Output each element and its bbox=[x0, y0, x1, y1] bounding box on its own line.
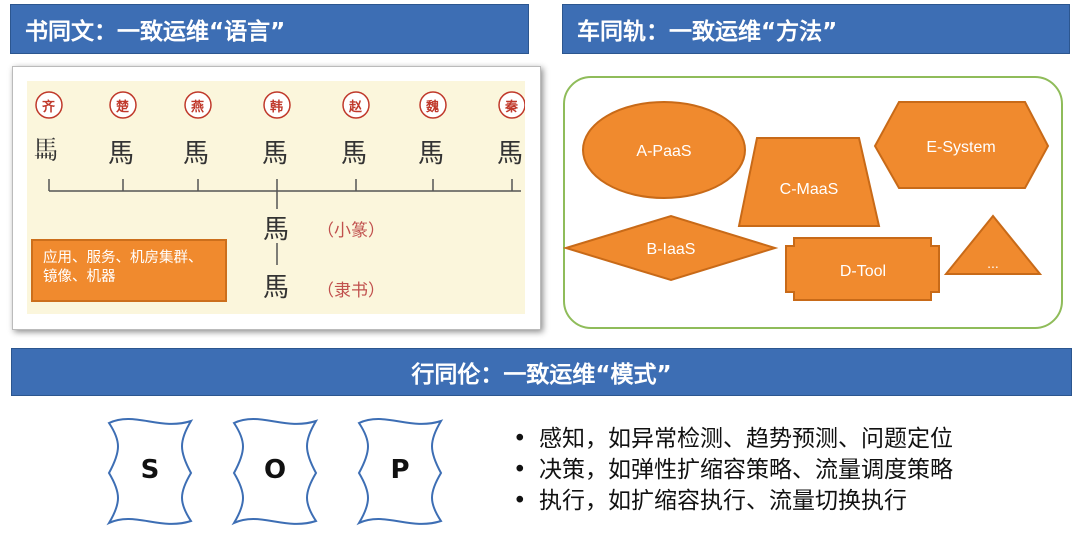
glyph-clerical: 馬 bbox=[263, 273, 290, 303]
state-qin: 秦 bbox=[505, 100, 519, 115]
sop-letter-p: P bbox=[390, 455, 410, 485]
bullet-decision-text: 决策，如弹性扩缩容策略、流量调度策略 bbox=[539, 457, 953, 483]
bullet-decision: •决策，如弹性扩缩容策略、流量调度策略 bbox=[513, 457, 953, 483]
shape-a-paas: A-PaaS bbox=[582, 101, 746, 199]
glyph-chu: 馬 bbox=[108, 139, 135, 169]
state-zhao: 赵 bbox=[349, 100, 363, 115]
bullet-perception: •感知，如异常检测、趋势预测、问题定位 bbox=[513, 426, 953, 452]
glyph-qin: 馬 bbox=[497, 139, 524, 169]
header-language: 书同文：一致运维“语言” bbox=[10, 4, 529, 54]
glyph-qi: 𩡧 bbox=[33, 136, 60, 166]
bullet-perception-text: 感知，如异常检测、趋势预测、问题定位 bbox=[539, 426, 953, 452]
method-shapes: A-PaaS C-MaaS E-System B-IaaS D-Tool ... bbox=[563, 101, 1050, 301]
shape-d-tool-label: D-Tool bbox=[840, 263, 886, 280]
glyph-han: 馬 bbox=[262, 139, 289, 169]
glyph-wei: 馬 bbox=[418, 139, 445, 169]
shape-c-maas-label: C-MaaS bbox=[780, 181, 839, 198]
script-unification-panel: 齐 楚 燕 韩 赵 魏 秦 𩡧 馬 馬 馬 馬 馬 馬 馬 （小篆） 馬 （隶书… bbox=[12, 66, 541, 330]
shape-e-system-label: E-System bbox=[926, 139, 995, 156]
shape-a-paas-label: A-PaaS bbox=[636, 143, 691, 160]
shape-c-maas: C-MaaS bbox=[737, 137, 881, 227]
bullet-execution: •执行，如扩缩容执行、流量切换执行 bbox=[513, 488, 907, 514]
state-wei: 魏 bbox=[426, 100, 440, 115]
clerical-label: （隶书） bbox=[317, 281, 385, 301]
sop-banners bbox=[106, 418, 444, 526]
ops-objects-note-text: 应用、服务、机房集群、镜像、机器 bbox=[43, 250, 203, 285]
header-mode: 行同伦：一致运维“模式” bbox=[11, 348, 1072, 396]
shape-more: ... bbox=[943, 214, 1043, 275]
header-mode-text: 行同伦：一致运维“模式” bbox=[411, 362, 672, 388]
glyph-small-seal: 馬 bbox=[263, 215, 290, 245]
bullet-execution-text: 执行，如扩缩容执行、流量切换执行 bbox=[539, 488, 907, 514]
state-qi: 齐 bbox=[42, 100, 56, 115]
shape-e-system: E-System bbox=[873, 101, 1050, 189]
header-method-text: 车同轨：一致运维“方法” bbox=[577, 19, 838, 45]
glyph-zhao: 馬 bbox=[341, 139, 368, 169]
sop-letter-s: S bbox=[140, 455, 160, 485]
sop-bullet-list: •感知，如异常检测、趋势预测、问题定位 •决策，如弹性扩缩容策略、流量调度策略 … bbox=[513, 424, 953, 517]
state-chu: 楚 bbox=[116, 100, 130, 115]
sop-s-banner bbox=[106, 418, 194, 526]
shape-b-iaas: B-IaaS bbox=[563, 214, 779, 282]
shape-b-iaas-label: B-IaaS bbox=[647, 241, 696, 258]
sop-letter-o: O bbox=[263, 455, 287, 485]
sop-o-banner bbox=[231, 418, 319, 526]
state-han: 韩 bbox=[270, 100, 284, 115]
state-yan: 燕 bbox=[191, 100, 205, 115]
glyph-yan: 馬 bbox=[183, 139, 210, 169]
sop-p-banner bbox=[356, 418, 444, 526]
shape-more-label: ... bbox=[987, 255, 999, 271]
small-seal-label: （小篆） bbox=[317, 221, 385, 241]
header-method: 车同轨：一致运维“方法” bbox=[562, 4, 1070, 54]
header-language-text: 书同文：一致运维“语言” bbox=[25, 19, 286, 45]
ops-objects-note: 应用、服务、机房集群、镜像、机器 bbox=[31, 239, 227, 302]
script-lines bbox=[35, 91, 525, 265]
shape-d-tool: D-Tool bbox=[785, 237, 940, 301]
